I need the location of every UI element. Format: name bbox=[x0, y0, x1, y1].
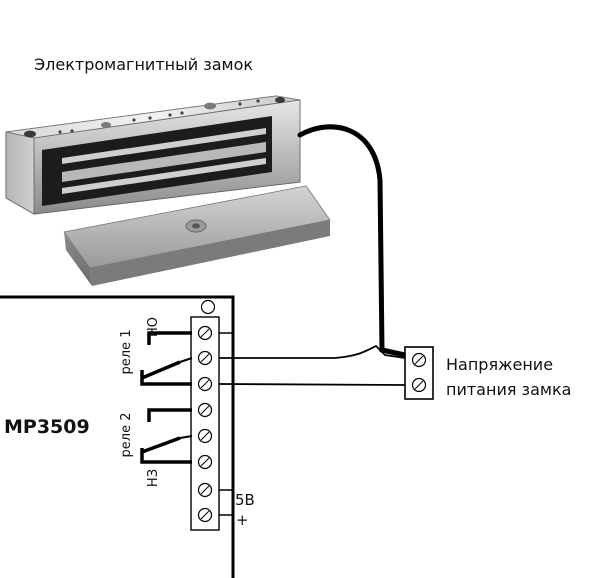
wire-relay-to-supply bbox=[219, 344, 406, 359]
armature-plate bbox=[63, 185, 331, 286]
terminal-screw-icon bbox=[197, 325, 213, 341]
terminal-screw-icon bbox=[197, 402, 213, 418]
power-label: 5В bbox=[235, 491, 255, 509]
nc-label: НЗ bbox=[146, 469, 161, 487]
plus-label: + bbox=[236, 511, 249, 529]
lock-title: Электромагнитный замок bbox=[34, 55, 253, 74]
terminal-screw-icon bbox=[197, 350, 213, 366]
relay-2-contacts bbox=[140, 408, 193, 464]
relay-1-contacts bbox=[140, 331, 193, 386]
electromagnetic-lock bbox=[5, 95, 301, 215]
lock-cable bbox=[297, 124, 408, 358]
relay-1-label: реле 1 bbox=[119, 330, 134, 375]
relay-2-label: реле 2 bbox=[119, 413, 134, 458]
supply-terminal-block bbox=[404, 346, 434, 400]
wire-common-to-supply bbox=[218, 383, 406, 386]
terminal-strip bbox=[190, 299, 233, 531]
device-name: MP3509 bbox=[4, 416, 90, 438]
mounting-hole-icon bbox=[200, 299, 216, 315]
terminal-screw-icon bbox=[197, 428, 213, 444]
supply-label-line-2: питания замка bbox=[446, 380, 571, 399]
terminal-screw-icon bbox=[197, 376, 213, 392]
device-outline bbox=[0, 295, 235, 578]
terminal-screw-icon bbox=[197, 454, 213, 470]
supply-label-line-1: Напряжение bbox=[446, 355, 553, 374]
terminal-screw-icon bbox=[197, 507, 213, 523]
no-label: НО bbox=[146, 317, 161, 337]
terminal-screw-icon bbox=[197, 482, 213, 498]
